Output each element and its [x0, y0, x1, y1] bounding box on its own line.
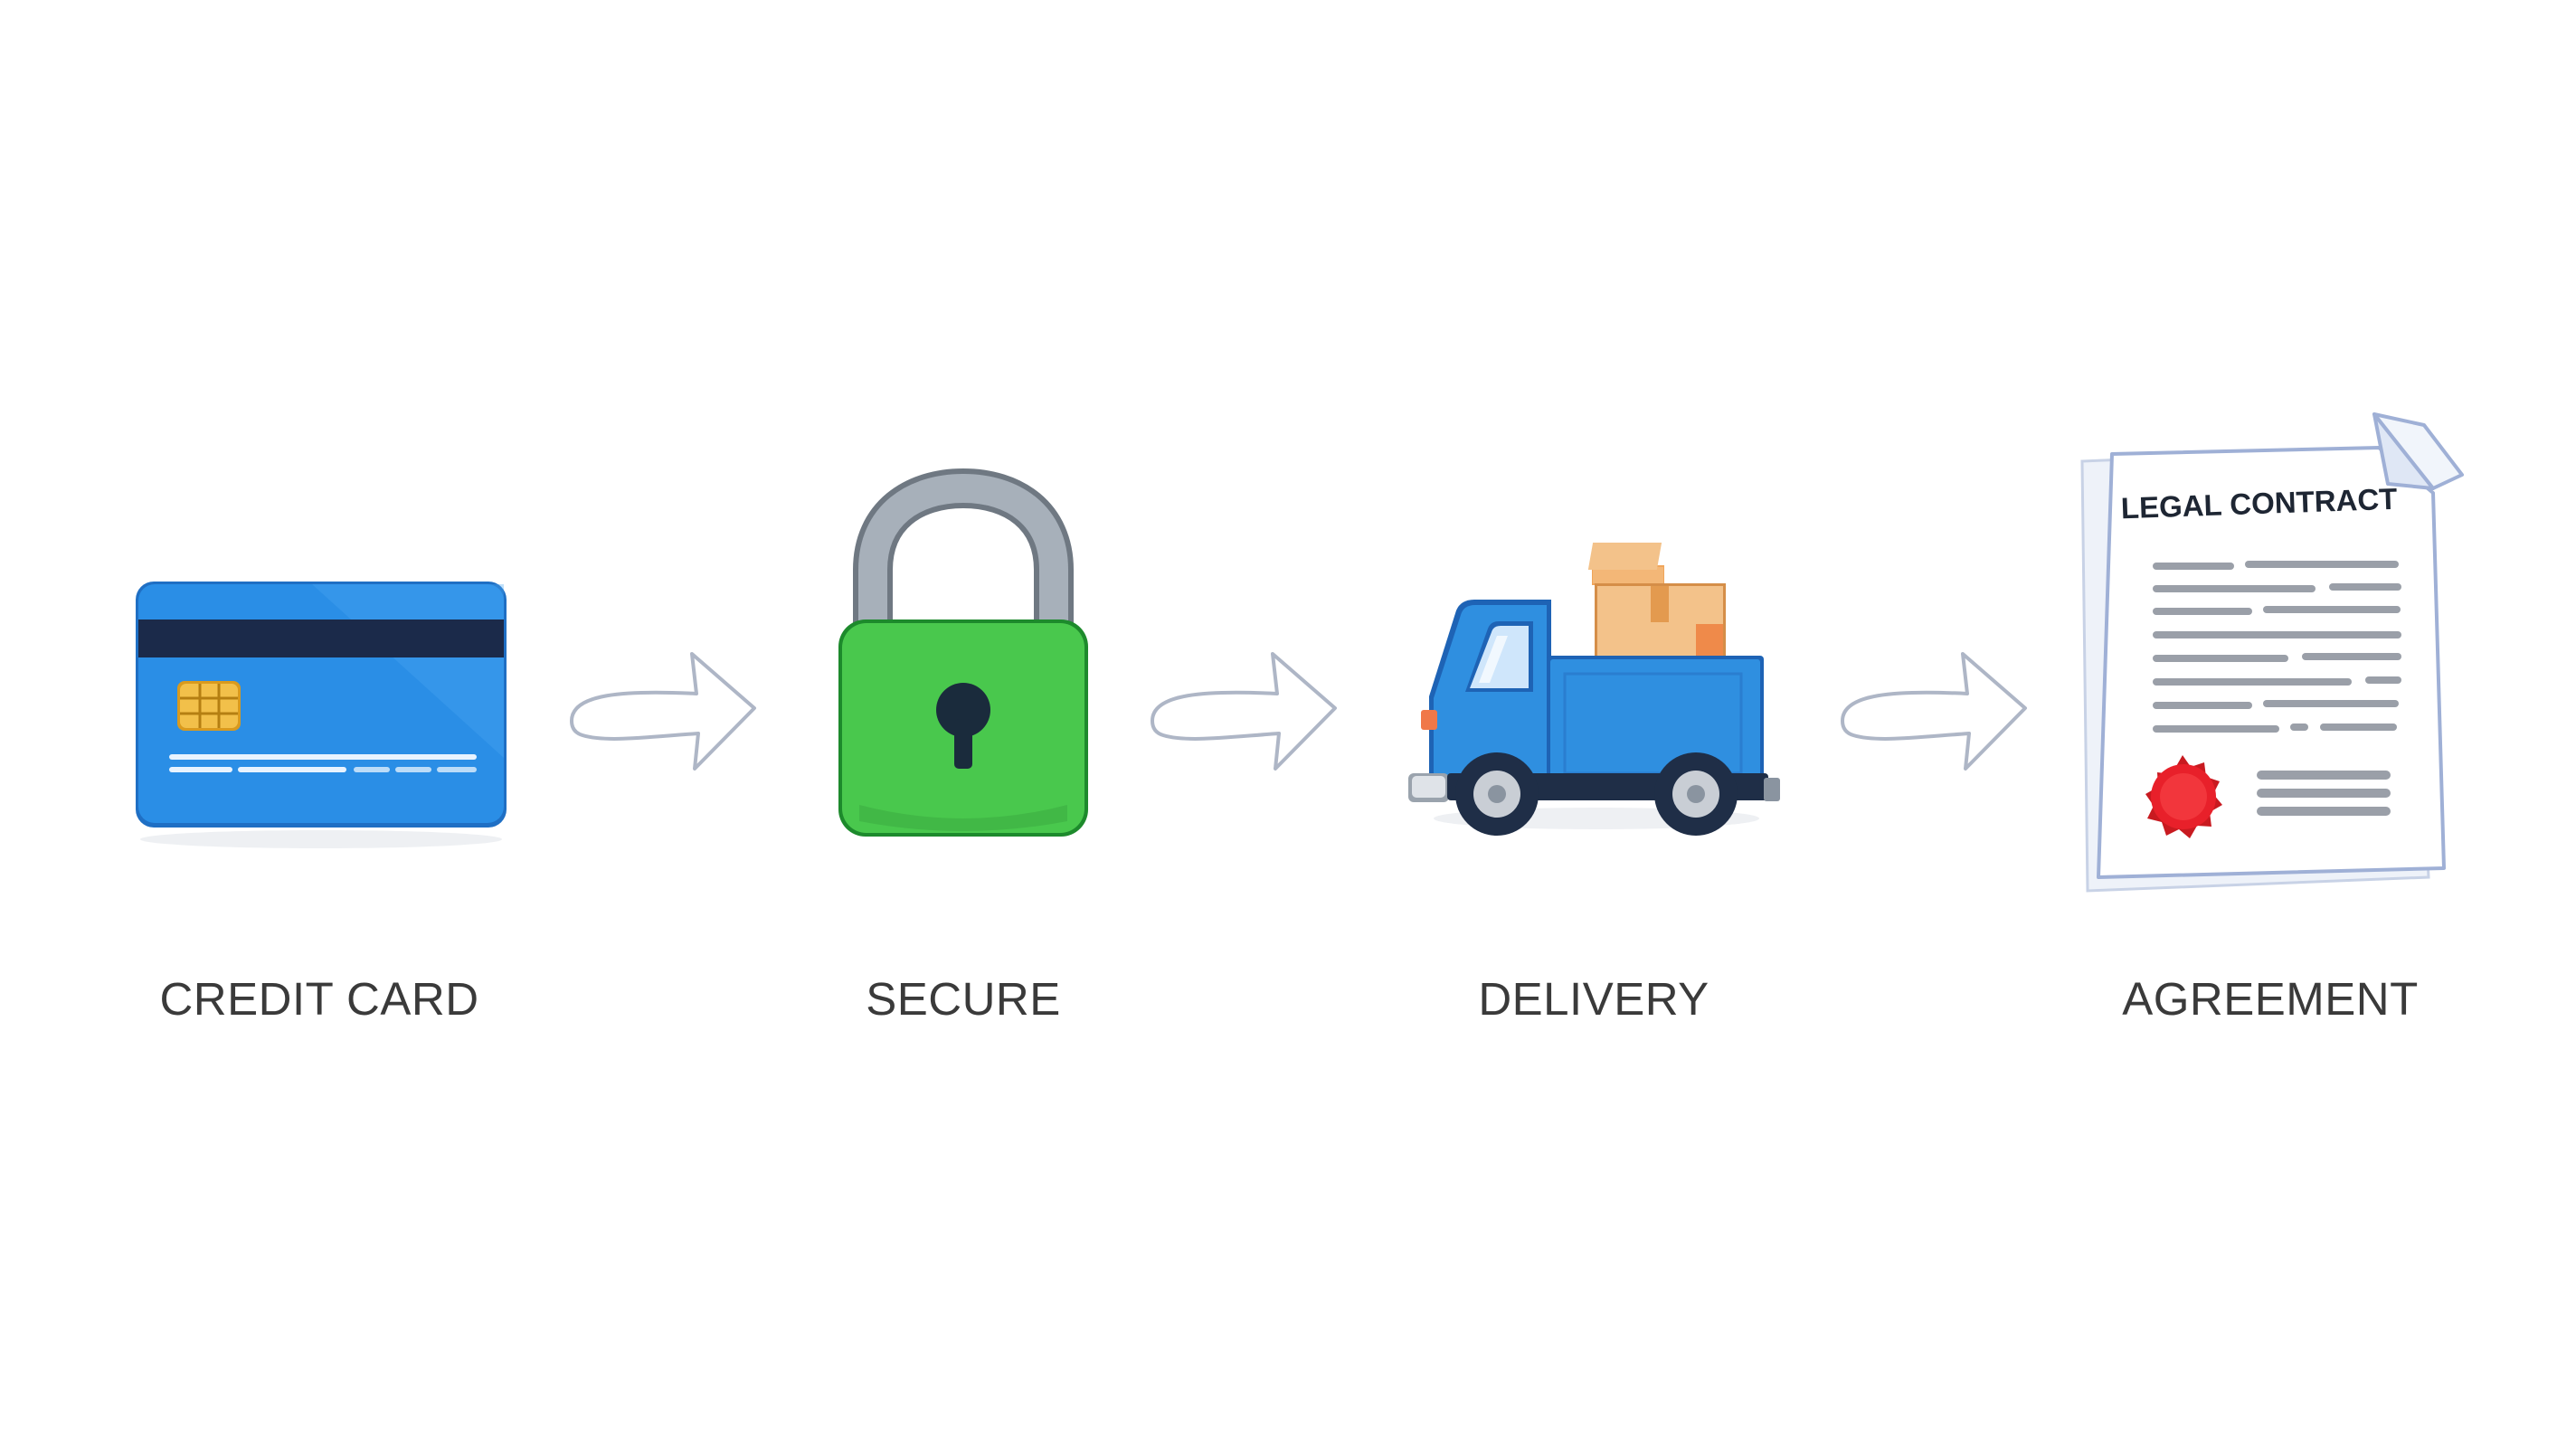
- step-label-secure: SECURE: [866, 973, 1061, 1025]
- right-arrow-icon: [1141, 638, 1345, 773]
- right-arrow-icon: [1832, 638, 2035, 773]
- step-label-delivery: DELIVERY: [1478, 973, 1709, 1025]
- padlock-icon: [832, 468, 1094, 841]
- step-label-agreement: AGREEMENT: [2122, 973, 2419, 1025]
- step-label-credit-card: CREDIT CARD: [159, 973, 479, 1025]
- delivery-truck-icon: [1406, 538, 1786, 837]
- credit-card-icon: [131, 577, 511, 848]
- right-arrow-icon: [561, 638, 764, 773]
- seal-icon: [2145, 755, 2222, 838]
- legal-contract-icon: LEGAL CONTRACT: [2071, 407, 2469, 895]
